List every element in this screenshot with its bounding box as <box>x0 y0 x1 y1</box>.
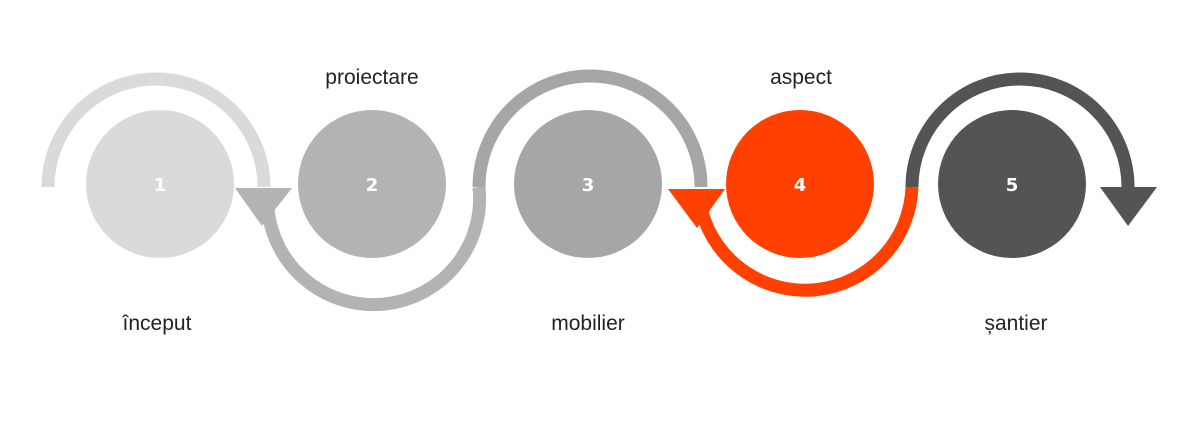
arrowhead-2 <box>235 188 292 226</box>
arrowhead-5 <box>1100 187 1157 226</box>
step-number-2: 2 <box>366 175 379 196</box>
step-circle-4 <box>726 110 874 258</box>
arc-2 <box>261 186 487 312</box>
arc-3 <box>472 69 708 188</box>
arc-1 <box>41 72 271 188</box>
step-number-3: 3 <box>582 175 595 196</box>
step-number-4: 4 <box>794 175 807 196</box>
step-number-5: 5 <box>1006 175 1019 196</box>
step-label-2: proiectare <box>325 66 418 89</box>
step-label-4: aspect <box>770 66 832 89</box>
step-circle-2 <box>298 110 446 258</box>
step-circle-1 <box>86 110 234 258</box>
step-circle-3 <box>514 110 662 258</box>
arc-4 <box>695 186 919 297</box>
step-label-5: șantier <box>984 312 1047 335</box>
step-circle-5 <box>938 110 1086 258</box>
step-label-1: început <box>122 312 192 335</box>
step-label-3: mobilier <box>551 312 625 335</box>
arrowhead-4 <box>668 189 725 228</box>
arc-5 <box>905 72 1135 200</box>
step-number-1: 1 <box>154 175 167 196</box>
